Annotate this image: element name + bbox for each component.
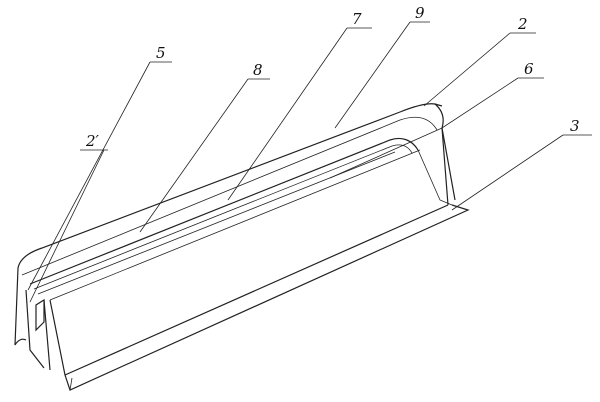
label-6: 6 xyxy=(524,60,534,78)
label-5: 5 xyxy=(156,44,166,62)
leader-lines xyxy=(27,21,592,303)
label-8: 8 xyxy=(253,61,263,79)
label-3: 3 xyxy=(570,117,580,135)
label-9: 9 xyxy=(415,4,425,22)
label-7: 7 xyxy=(352,10,362,28)
label-2-prime: 2′ xyxy=(85,132,100,150)
tray-body xyxy=(14,103,470,391)
reference-labels: 5 8 7 9 2 6 2′ 3 xyxy=(85,4,580,150)
label-2: 2 xyxy=(517,15,528,33)
